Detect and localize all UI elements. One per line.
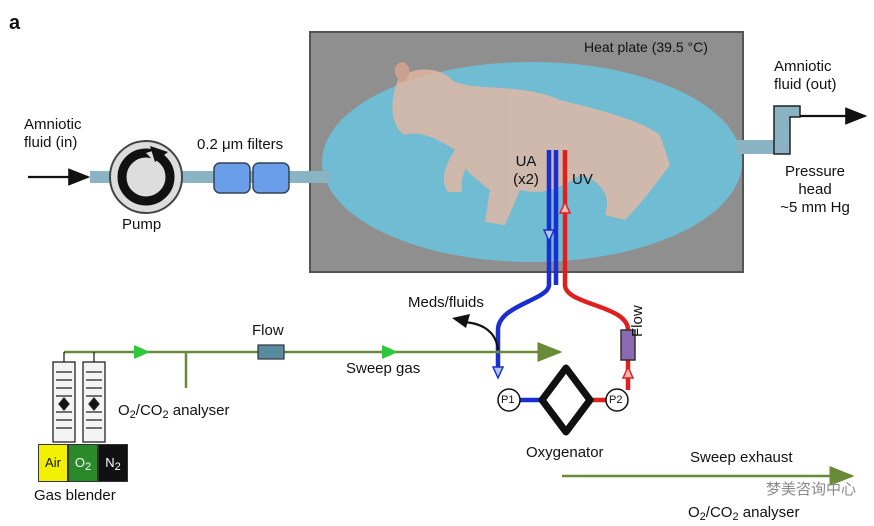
gas-blender-icon	[52, 352, 106, 443]
umbilical-vessels	[495, 150, 631, 380]
ua-line2: (x2)	[513, 171, 539, 188]
fetal-lamb-image	[392, 62, 670, 225]
amniotic-out-line1: Amniotic	[774, 58, 832, 75]
analyser-bottom-sub2: 2	[732, 511, 739, 523]
pressure-head-line1: Pressure	[784, 163, 846, 180]
heat-plate-label: Heat plate (39.5 °C)	[584, 39, 708, 55]
pressure-head-label: Pressure head ~5 mm Hg	[770, 163, 860, 217]
gas-air-box: Air	[38, 444, 68, 482]
analyser-top-sub1: 2	[129, 409, 136, 421]
pump-p1	[497, 388, 521, 412]
panel-label: a	[9, 12, 21, 34]
oxygenator-icon	[538, 364, 594, 436]
pump-icon	[109, 140, 183, 214]
watermark: 梦美咨询中心	[765, 481, 856, 498]
analyser-bottom-label: O2/CO2 analyser	[688, 504, 799, 526]
analyser-bottom-co: /CO	[705, 504, 733, 521]
pump-p2	[605, 388, 629, 412]
analyser-top-suffix: analyser	[168, 402, 230, 419]
gas-air-label: Air	[45, 455, 61, 470]
gas-n2-sub: 2	[114, 461, 121, 473]
analyser-top-o: O	[118, 402, 130, 419]
gas-n2-box: N2	[98, 444, 128, 482]
amniotic-in-line1: Amniotic	[24, 116, 82, 133]
pressure-head-line2: head	[798, 181, 832, 198]
p2-label: P2	[609, 394, 623, 406]
flow-gas-label: Flow	[252, 322, 284, 339]
oxygenator-label: Oxygenator	[526, 444, 604, 461]
amniotic-out-label: Amniotic fluid (out)	[774, 58, 837, 94]
analyser-bottom-suffix: analyser	[738, 504, 800, 521]
meds-label: Meds/fluids	[408, 294, 484, 311]
flow-vertical-label: Flow	[629, 305, 646, 337]
filters-label: 0.2 μm filters	[197, 136, 284, 153]
p1-label: P1	[501, 394, 515, 406]
ua-label: UA (x2)	[508, 153, 544, 189]
filter-icons	[213, 162, 290, 194]
analyser-top-label: O2/CO2 analyser	[118, 402, 229, 424]
sweep-gas-label: Sweep gas	[346, 360, 421, 377]
gas-n2-label: N	[105, 455, 115, 470]
gas-o2-label: O	[74, 455, 85, 470]
amniotic-in-line2: fluid (in)	[24, 134, 78, 151]
analyser-bottom-sub1: 2	[699, 511, 706, 523]
sweep-exhaust-label: Sweep exhaust	[690, 449, 793, 466]
amniotic-in-label: Amniotic fluid (in)	[24, 116, 82, 152]
analyser-bottom-o: O	[688, 504, 700, 521]
amniotic-out-line2: fluid (out)	[774, 76, 837, 93]
gas-blender-label: Gas blender	[34, 487, 116, 504]
sweep-gas-line	[64, 342, 563, 388]
gas-o2-sub: 2	[85, 461, 92, 473]
analyser-top-co: /CO	[135, 402, 163, 419]
gas-o2-box: O2	[68, 444, 98, 482]
flow-meter-vertical	[620, 329, 636, 361]
meds-arrowhead	[452, 314, 470, 328]
analyser-top-sub2: 2	[162, 409, 169, 421]
oxygenator-circuit	[491, 364, 635, 436]
pressure-head-line3: ~5 mm Hg	[780, 199, 850, 216]
flow-meter-gas	[257, 344, 285, 360]
uv-label: UV	[572, 171, 593, 188]
pressure-head	[773, 105, 868, 155]
pump-label: Pump	[122, 216, 162, 233]
ua-line1: UA	[515, 153, 537, 170]
